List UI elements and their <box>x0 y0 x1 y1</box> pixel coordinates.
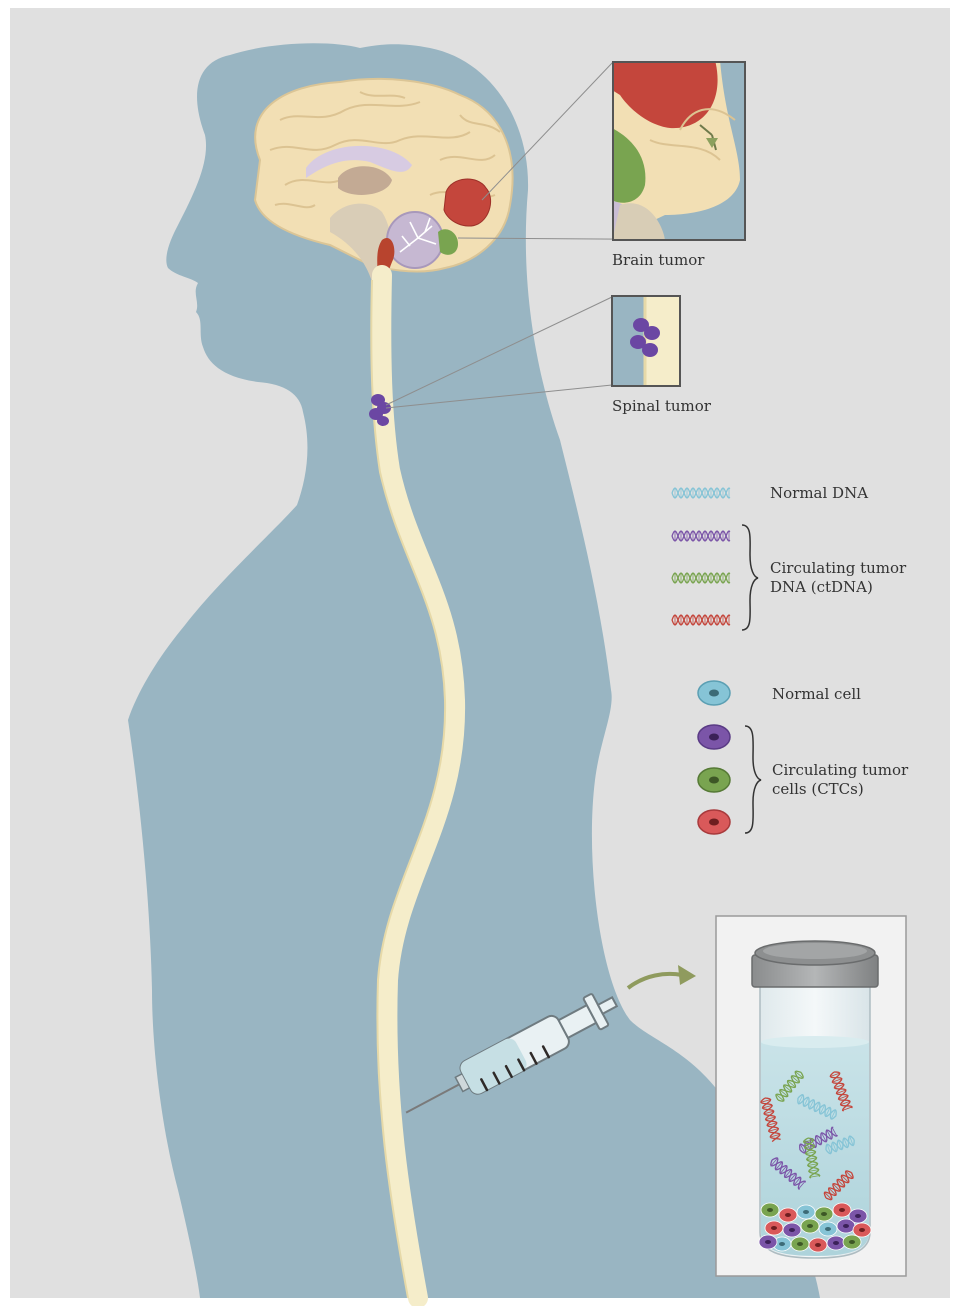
normal-cell-icon <box>698 681 730 705</box>
cell-icon <box>783 1223 801 1237</box>
cell-icon <box>843 1235 861 1249</box>
ctdna-label-line1: Circulating tumor <box>770 559 907 577</box>
ctc-label-line2: cells (CTCs) <box>772 780 864 798</box>
cell-icon <box>759 1235 777 1249</box>
ctc-green-icon <box>698 768 730 792</box>
cell-icon <box>765 1221 783 1235</box>
brain-tumor-zoom <box>612 60 745 242</box>
cell-icon <box>761 1203 779 1217</box>
ctc-label-line1: Circulating tumor <box>772 761 909 779</box>
ctdna-label-line2: DNA (ctDNA) <box>770 578 873 596</box>
cell-icon <box>797 1205 815 1219</box>
cell-icon <box>853 1223 871 1237</box>
cell-icon <box>827 1236 845 1250</box>
normal-cell-label: Normal cell <box>772 685 861 703</box>
ctc-red-icon <box>698 810 730 834</box>
brain-tumor-label: Brain tumor <box>612 251 705 269</box>
sample-tube-icon <box>716 916 906 1276</box>
ctc-purple-icon <box>698 725 730 749</box>
cell-icon <box>815 1207 833 1221</box>
tube-cells <box>759 1203 871 1252</box>
cell-icon <box>837 1219 855 1233</box>
cell-icon <box>801 1219 819 1233</box>
brain-tumor-red <box>444 179 491 226</box>
cell-icon <box>833 1203 851 1217</box>
spinal-tumor-zoom <box>612 296 680 386</box>
normal-dna-label: Normal DNA <box>770 484 868 502</box>
cell-icon <box>819 1222 837 1236</box>
cell-icon <box>809 1238 827 1252</box>
cell-icon <box>779 1208 797 1222</box>
spinal-tumor-label: Spinal tumor <box>612 397 712 415</box>
cell-icon <box>791 1237 809 1251</box>
